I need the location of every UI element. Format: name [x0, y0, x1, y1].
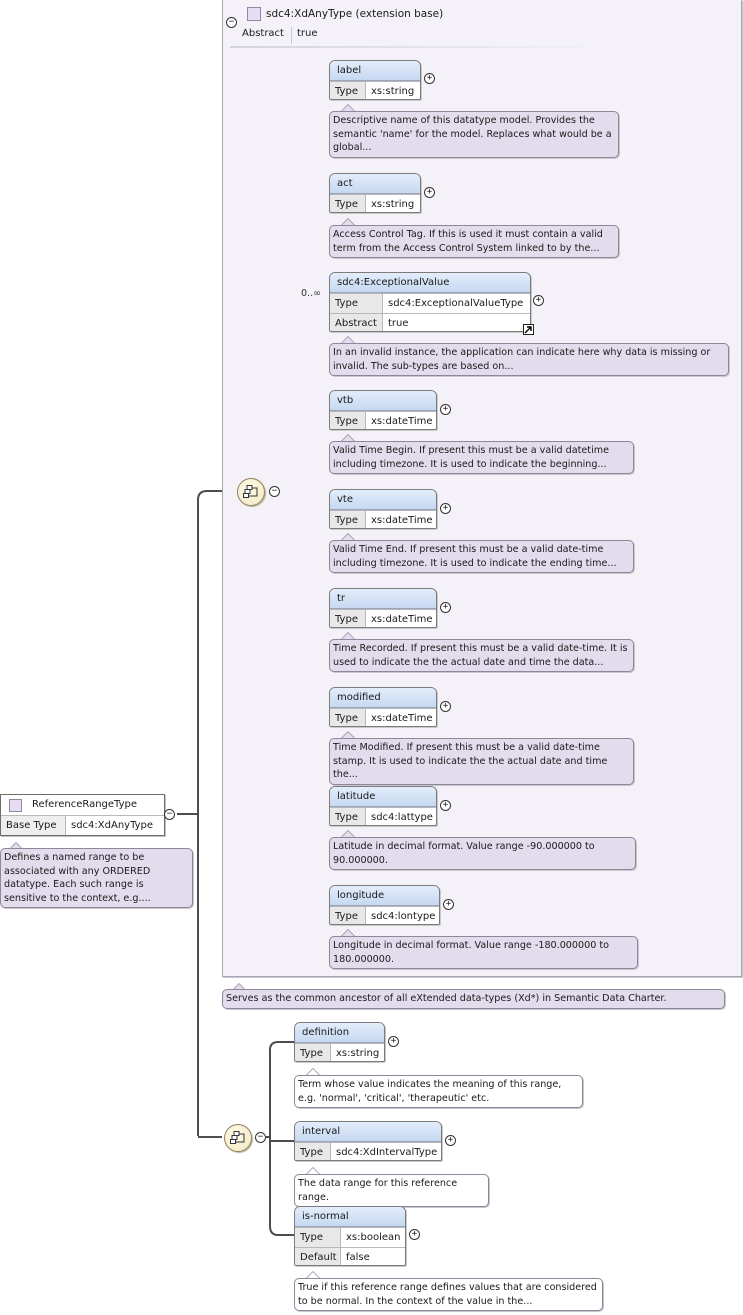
expand-latitude-icon[interactable]: +	[440, 800, 451, 811]
element-longitude[interactable]: longitude Type sdc4:lontype	[329, 885, 440, 925]
expand-vtb-icon[interactable]: +	[440, 404, 451, 415]
extension-annotation: Serves as the common ancestor of all eXt…	[222, 989, 725, 1009]
type-label: Type	[330, 610, 366, 627]
expand-longitude-icon[interactable]: +	[443, 899, 454, 910]
element-name: is-normal	[295, 1207, 405, 1227]
collapse-root-icon[interactable]: −	[164, 809, 175, 820]
type-label: Type	[330, 195, 366, 212]
base-type-label: Base Type	[1, 816, 66, 835]
label-annotation: Descriptive name of this datatype model.…	[329, 111, 619, 158]
collapse-extension-icon[interactable]: −	[226, 17, 237, 28]
type-value: xs:dateTime	[371, 515, 433, 526]
type-value: xs:boolean	[346, 1232, 401, 1243]
abstract-value: true	[388, 318, 409, 329]
expand-label-icon[interactable]: +	[424, 73, 435, 84]
element-definition[interactable]: definition Type xs:string	[294, 1022, 385, 1062]
type-label: Type	[330, 82, 366, 99]
expand-tr-icon[interactable]: +	[440, 602, 451, 613]
latitude-annotation: Latitude in decimal format. Value range …	[329, 837, 636, 870]
definition-annotation: Term whose value indicates the meaning o…	[294, 1075, 583, 1108]
type-value: xs:string	[336, 1048, 380, 1059]
element-name: modified	[330, 688, 436, 708]
expand-interval-icon[interactable]: +	[445, 1135, 456, 1146]
act-annotation: Access Control Tag. If this is used it m…	[329, 225, 619, 258]
expand-exceptional-value-icon[interactable]: +	[533, 295, 544, 306]
element-tr[interactable]: tr Type xs:dateTime	[329, 588, 437, 628]
base-type-value: sdc4:XdAnyType	[71, 820, 154, 831]
type-label: Type	[295, 1228, 341, 1247]
expand-vte-icon[interactable]: +	[440, 503, 451, 514]
element-act[interactable]: act Type xs:string	[329, 173, 421, 213]
element-name: longitude	[330, 886, 439, 906]
tr-annotation: Time Recorded. If present this must be a…	[329, 639, 634, 672]
element-name: vte	[330, 490, 436, 510]
element-interval[interactable]: interval Type sdc4:XdIntervalType	[294, 1121, 442, 1161]
element-name: latitude	[330, 787, 436, 807]
element-is-normal[interactable]: is-normal Type xs:boolean Default false	[294, 1206, 406, 1266]
element-name: definition	[295, 1023, 384, 1043]
type-value: xs:string	[371, 199, 415, 210]
expand-act-icon[interactable]: +	[424, 187, 435, 198]
type-value: xs:dateTime	[371, 614, 433, 625]
element-vtb[interactable]: vtb Type xs:dateTime	[329, 390, 437, 430]
root-annotation: Defines a named range to be associated w…	[0, 848, 193, 908]
exceptional-value-annotation: In an invalid instance, the application …	[329, 343, 729, 376]
vtb-annotation: Valid Time Begin. If present this must b…	[329, 441, 634, 474]
element-exceptional-value[interactable]: sdc4:ExceptionalValue Type sdc4:Exceptio…	[329, 272, 531, 332]
abstract-value: true	[297, 28, 318, 39]
type-label: Type	[330, 907, 366, 924]
longitude-annotation: Longitude in decimal format. Value range…	[329, 936, 638, 969]
element-name: interval	[295, 1122, 441, 1142]
is-normal-annotation: True if this reference range defines val…	[294, 1278, 603, 1311]
expand-modified-icon[interactable]: +	[440, 701, 451, 712]
complex-type-icon	[247, 7, 261, 21]
collapse-sequence-icon[interactable]: −	[269, 486, 280, 497]
vte-annotation: Valid Time End. If present this must be …	[329, 540, 634, 573]
collapse-own-sequence-icon[interactable]: −	[255, 1132, 266, 1143]
complex-type-icon	[9, 799, 22, 812]
cardinality-label: 0..∞	[301, 288, 321, 299]
element-latitude[interactable]: latitude Type sdc4:lattype	[329, 786, 437, 826]
element-name: tr	[330, 589, 436, 609]
element-name: act	[330, 174, 420, 194]
type-value: xs:string	[371, 86, 415, 97]
root-type-name: ReferenceRangeType	[32, 799, 138, 810]
sequence-compositor-icon[interactable]	[237, 478, 265, 506]
default-value: false	[346, 1252, 370, 1263]
abstract-label: Abstract	[330, 314, 383, 331]
element-label[interactable]: label Type xs:string	[329, 60, 421, 100]
expand-is-normal-icon[interactable]: +	[409, 1229, 420, 1240]
type-label: Type	[295, 1143, 331, 1160]
abstract-label: Abstract	[242, 28, 284, 39]
extension-base-title: sdc4:XdAnyType (extension base)	[266, 8, 444, 20]
type-value: xs:dateTime	[371, 713, 433, 724]
element-name: label	[330, 61, 420, 81]
modified-annotation: Time Modified. If present this must be a…	[329, 738, 634, 785]
type-label: Type	[330, 511, 366, 528]
interval-annotation: The data range for this reference range.	[294, 1174, 489, 1207]
type-label: Type	[330, 294, 383, 313]
element-name: sdc4:ExceptionalValue	[330, 273, 530, 293]
default-label: Default	[295, 1248, 341, 1265]
sequence-compositor-icon[interactable]	[224, 1124, 252, 1152]
type-value: sdc4:XdIntervalType	[336, 1147, 438, 1158]
type-label: Type	[330, 412, 366, 429]
element-name: vtb	[330, 391, 436, 411]
type-label: Type	[330, 808, 366, 825]
extension-base-panel	[222, 0, 742, 977]
element-vte[interactable]: vte Type xs:dateTime	[329, 489, 437, 529]
type-label: Type	[295, 1044, 331, 1061]
type-value: sdc4:ExceptionalValueType	[388, 298, 524, 309]
type-value: sdc4:lattype	[371, 812, 433, 823]
root-type-box[interactable]: ReferenceRangeType Base Type sdc4:XdAnyT…	[0, 794, 165, 836]
element-modified[interactable]: modified Type xs:dateTime	[329, 687, 437, 727]
type-value: xs:dateTime	[371, 416, 433, 427]
type-label: Type	[330, 709, 366, 726]
derived-type-arrow-icon[interactable]	[523, 324, 534, 335]
expand-definition-icon[interactable]: +	[388, 1036, 399, 1047]
type-value: sdc4:lontype	[371, 911, 436, 922]
